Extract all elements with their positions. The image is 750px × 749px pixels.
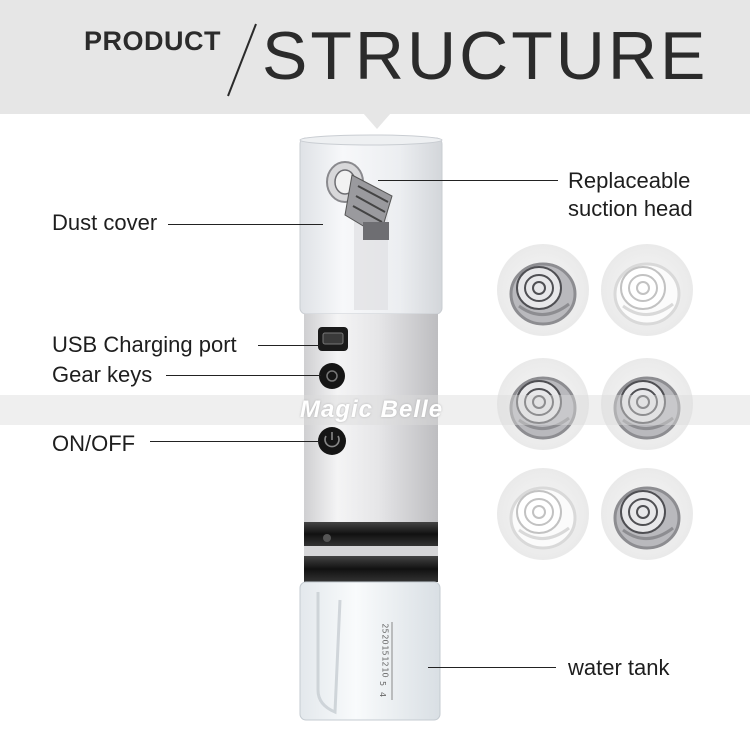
tank-scale-mark: 12 bbox=[380, 656, 390, 667]
watermark-text: Magic Belle bbox=[300, 396, 444, 423]
suction-head-1 bbox=[497, 244, 589, 336]
header-pointer bbox=[363, 113, 391, 129]
label-suction-head-2: suction head bbox=[568, 196, 693, 221]
suction-head-4 bbox=[601, 358, 693, 450]
power-button bbox=[318, 427, 346, 455]
leader-suction-head bbox=[378, 180, 558, 181]
suction-nozzle bbox=[326, 161, 393, 240]
label-suction-head-1: Replaceable bbox=[568, 168, 691, 193]
black-band-bottom bbox=[304, 556, 438, 582]
watermark-band bbox=[0, 395, 750, 425]
suction-head-2 bbox=[601, 244, 693, 336]
tank-scale-mark: 15 bbox=[380, 645, 390, 656]
tank-scale-mark: 5 bbox=[378, 680, 388, 687]
label-dust-cover: Dust cover bbox=[52, 210, 158, 235]
tank-scale-mark: 10 bbox=[380, 667, 390, 678]
header-structure-text: STRUCTURE bbox=[262, 18, 709, 94]
leader-usb-port bbox=[258, 345, 320, 346]
header-banner bbox=[0, 0, 750, 114]
label-water-tank: water tank bbox=[568, 655, 670, 680]
suction-head-5 bbox=[497, 468, 589, 560]
label-usb-port: USB Charging port bbox=[52, 332, 237, 357]
suction-head-6 bbox=[601, 468, 693, 560]
tank-scale-mark: 20 bbox=[380, 634, 390, 645]
leader-on-off bbox=[150, 441, 320, 442]
label-gear-keys: Gear keys bbox=[52, 362, 153, 387]
leader-dust-cover bbox=[168, 224, 323, 225]
tank-scale-mark: 4 bbox=[378, 691, 388, 698]
gear-key-button bbox=[319, 363, 345, 389]
label-on-off: ON/OFF bbox=[52, 431, 136, 456]
leader-gear-keys bbox=[166, 375, 321, 376]
tank-scale-mark: 25 bbox=[380, 623, 390, 634]
black-band-top bbox=[304, 522, 438, 546]
header-slash bbox=[227, 23, 257, 97]
header-product-text: PRODUCT bbox=[84, 26, 221, 56]
leader-water-tank bbox=[428, 667, 556, 668]
suction-head-3 bbox=[497, 358, 589, 450]
